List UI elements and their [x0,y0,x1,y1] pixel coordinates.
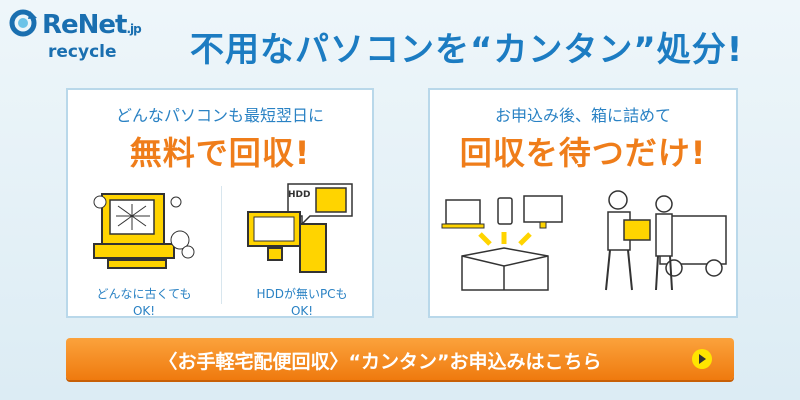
panel-subtitle: どんなパソコンも最短翌日に [115,106,324,125]
caption-line: OK! [290,304,314,318]
logo-name: ReNet [42,10,127,40]
caption-line: どんなに古くても [96,287,192,301]
hdd-badge: HDD [288,190,311,200]
panel-title: 無料で回収! [129,134,311,172]
panel-subtitle: お申込み後、箱に詰めて [494,106,671,125]
apply-button[interactable]: 〈お手軽宅配便回収〉“カンタン”お申込みはこちら [66,338,734,380]
play-arrow-icon [692,349,712,369]
devices-box-icon [441,195,563,291]
logo-suffix: .jp [126,22,141,36]
free-pickup-panel: どんなパソコンも最短翌日に 無料で回収! どんなに古くても OK! [66,88,374,318]
caption-line: OK! [132,304,156,318]
recycle-icon [9,9,37,37]
delivery-staff-icon [605,190,727,291]
apply-button-label: 〈お手軽宅配便回収〉“カンタン”お申込みはこちら [158,351,602,373]
caption-line: HDDが無いPCも [256,287,348,301]
panel-title: 回収を待つだけ! [459,134,707,172]
headline: 不用なパソコンを“カンタン”処分! [190,30,744,70]
logo-text: ReNet.jp [42,10,142,40]
renet-logo[interactable]: ReNet.jp recycle [8,8,158,68]
logo-subtitle: recycle [48,42,117,62]
just-wait-panel: お申込み後、箱に詰めて 回収を待つだけ! [428,88,738,318]
old-pc-icon [93,193,195,269]
no-hdd-caption: HDDが無いPCも OK! [232,286,372,320]
old-pc-caption: どんなに古くても OK! [74,286,214,320]
pc-no-hdd-icon [247,183,353,273]
divider [221,186,222,304]
